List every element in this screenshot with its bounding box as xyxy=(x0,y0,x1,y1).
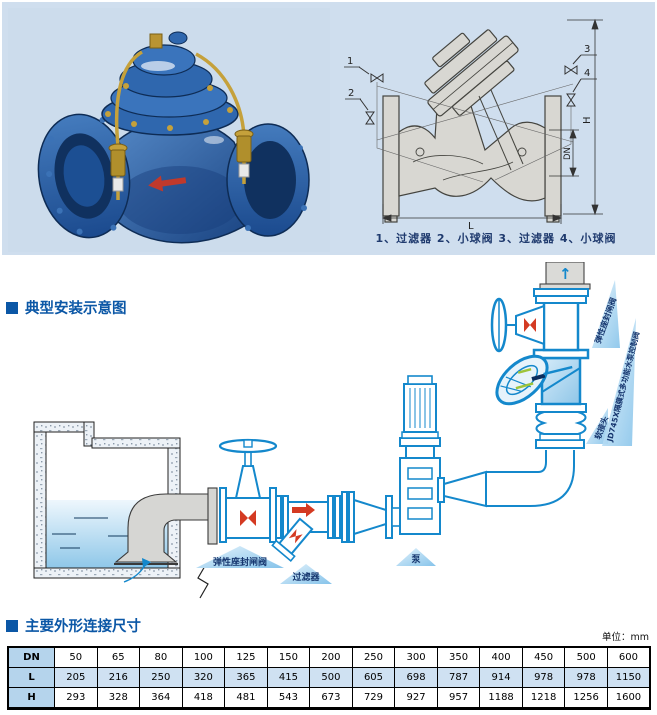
table-cell: 205 xyxy=(54,667,98,688)
table-cell: 328 xyxy=(96,687,141,709)
table-cell: 450 xyxy=(521,646,566,668)
table-cell: 1600 xyxy=(606,687,651,709)
valve-actuator xyxy=(495,354,573,406)
label-strainer: 过滤器 xyxy=(292,571,320,583)
table-cell: 978 xyxy=(521,667,566,688)
callout-3: 3 xyxy=(584,44,590,55)
dim-label-dn: DN xyxy=(563,147,573,160)
valve-body-photo xyxy=(37,113,310,244)
table-cell: 978 xyxy=(564,667,608,688)
table-cell: 1256 xyxy=(564,687,608,709)
table-cell: 65 xyxy=(96,646,141,668)
table-cell: 500 xyxy=(309,667,353,688)
section-title: 典型安装示意图 xyxy=(25,301,127,317)
section-heading-dimensions: 主要外形连接尺寸 xyxy=(6,615,141,636)
flow-arrow-right xyxy=(292,503,315,517)
y-strainer xyxy=(271,495,341,562)
pump xyxy=(399,375,441,535)
table-cell: 500 xyxy=(564,646,608,668)
row-header: DN xyxy=(7,646,55,668)
table-cell: 673 xyxy=(309,687,353,709)
sectional-drawing: 1 2 3 4 H DN L xyxy=(344,18,603,230)
drawing-left-flange xyxy=(382,95,400,217)
table-cell: 150 xyxy=(266,646,311,668)
table-cell: 400 xyxy=(479,646,523,668)
callout-2: 2 xyxy=(348,88,354,99)
table-cell: 1218 xyxy=(521,687,566,709)
table-cell: 481 xyxy=(224,687,268,709)
table-cell: 250 xyxy=(351,646,396,668)
suction-reducer xyxy=(341,491,401,543)
table-cell: 364 xyxy=(139,687,183,709)
row-header: H xyxy=(7,687,55,709)
break-mark xyxy=(197,565,209,599)
table-cell: 250 xyxy=(139,667,183,688)
table-cell: 605 xyxy=(351,667,396,688)
upper-gate-valve xyxy=(490,295,587,353)
table-cell: 216 xyxy=(96,667,141,688)
table-cell: 125 xyxy=(224,646,268,668)
table-cell: 50 xyxy=(54,646,98,668)
table-cell: 320 xyxy=(181,667,226,688)
table-cell: 927 xyxy=(394,687,438,709)
table-cell: 100 xyxy=(181,646,226,668)
dimension-lines xyxy=(381,18,603,224)
actuator-photo xyxy=(101,31,239,136)
table-cell: 300 xyxy=(394,646,438,668)
drawing-body xyxy=(398,96,546,202)
row-header: L xyxy=(7,667,55,688)
leader-lines xyxy=(376,82,574,183)
table-cell: 543 xyxy=(266,687,311,709)
callout-numbers: 1 2 3 4 xyxy=(344,44,597,100)
product-photo xyxy=(8,8,330,252)
table-cell: 365 xyxy=(224,667,268,688)
callout-symbols xyxy=(358,54,582,125)
unit-note: 单位：mm xyxy=(601,632,649,643)
main-control-valve xyxy=(495,348,590,406)
section-heading-install: 典型安装示意图 xyxy=(6,297,127,318)
flow-up-arrow: ↑ xyxy=(559,265,572,283)
section-marker-icon xyxy=(6,619,18,632)
section-title: 主要外形连接尺寸 xyxy=(25,619,141,635)
photo-flow-arrow xyxy=(148,175,187,192)
valve-seat-mark xyxy=(240,510,248,526)
table-cell: 914 xyxy=(479,667,523,688)
table-cell: 293 xyxy=(54,687,98,709)
outlet: ↑ xyxy=(533,262,591,297)
gate-valve xyxy=(218,438,278,543)
discharge-pipe xyxy=(437,433,585,508)
table-cell: 698 xyxy=(394,667,438,688)
pilot-valves xyxy=(108,129,254,192)
label-pump: 泵 xyxy=(411,554,421,565)
label-gate-valve: 弹性座封闸阀 xyxy=(213,556,267,568)
table-cell: 1150 xyxy=(606,667,651,688)
table-cell: 729 xyxy=(351,687,396,709)
table-cell: 418 xyxy=(181,687,226,709)
flexible-joint xyxy=(535,411,587,435)
table-cell: 957 xyxy=(436,687,481,709)
table-cell: 415 xyxy=(266,667,311,688)
table-cell: 787 xyxy=(436,667,481,688)
section-marker-icon xyxy=(6,301,18,314)
pump-motor xyxy=(403,375,437,433)
table-cell: 80 xyxy=(139,646,183,668)
table-cell: 350 xyxy=(436,646,481,668)
dim-label-h: H xyxy=(582,116,593,124)
drawing-actuator xyxy=(424,29,519,117)
drawing-caption: 1、过滤器 2、小球阀 3、过滤器 4、小球阀 xyxy=(375,232,617,245)
callout-1: 1 xyxy=(347,56,353,67)
table-cell: 200 xyxy=(309,646,353,668)
callout-4: 4 xyxy=(584,68,590,79)
table-cell: 600 xyxy=(606,646,651,668)
drawing-right-flange xyxy=(544,95,562,217)
dim-label-l: L xyxy=(468,221,474,230)
suction-elbow xyxy=(114,487,218,583)
table-cell: 1188 xyxy=(479,687,523,709)
installation-schematic: ↑ 弹性座封闸阀 过滤器 泵 软接头 JD745X隔膜式多功能水泵控制阀 弹性座… xyxy=(33,262,641,599)
